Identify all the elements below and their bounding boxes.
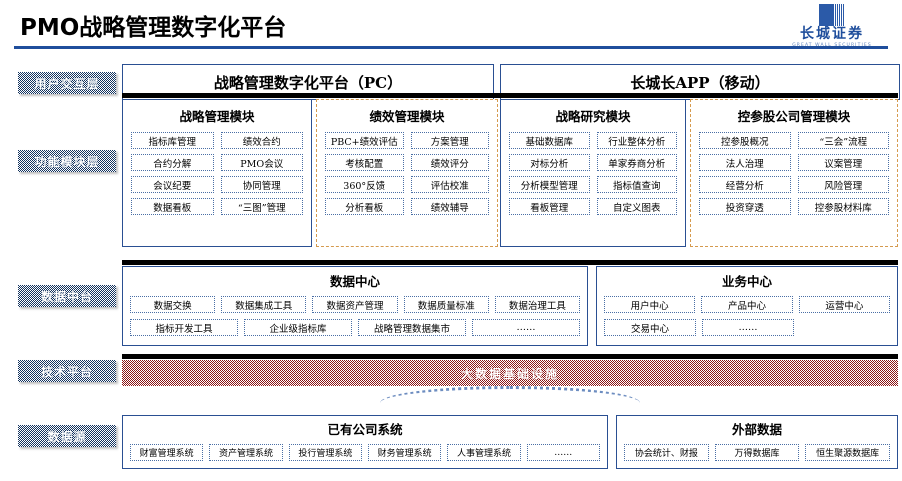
module-item-grid: 基础数据库 行业整体分析 对标分析 单家券商分析 分析模型管理 指标值查询 看板… [501, 125, 685, 215]
module-item[interactable]: 协同管理 [220, 176, 303, 193]
internal-system-item-more[interactable]: …… [526, 444, 600, 461]
module-item[interactable]: 投资穿透 [699, 198, 791, 215]
module-item[interactable]: 控参股材料库 [797, 198, 889, 215]
internal-systems-panel: 已有公司系统 财富管理系统 资产管理系统 投行管理系统 财务管理系统 人事管理系… [122, 415, 608, 469]
data-center-title: 数据中心 [329, 274, 380, 289]
connector-arc [380, 386, 640, 403]
logo-text-en: GREAT WALL SECURITIES [792, 43, 872, 48]
layer-separator-top [122, 93, 898, 98]
business-center-row-2: 交易中心 …… [597, 313, 897, 336]
band-label-data-midend: 数据中台 [18, 285, 116, 307]
internal-system-item[interactable]: 人事管理系统 [447, 444, 521, 461]
layer-separator-lower [122, 354, 898, 359]
module-title: 战略研究模块 [555, 109, 631, 124]
module-item-grid: 控参股概况 “三会”流程 法人治理 议案管理 经营分析 风险管理 投资穿透 控参… [691, 125, 897, 215]
internal-system-item[interactable]: 财务管理系统 [367, 444, 442, 461]
module-item[interactable]: 法人治理 [699, 154, 791, 171]
module-item[interactable]: 绩效合约 [220, 132, 303, 149]
data-center-item[interactable]: 指标开发工具 [130, 319, 238, 336]
layer-separator-middle [122, 260, 898, 265]
module-item[interactable]: 绩效评分 [410, 154, 489, 171]
external-data-item[interactable]: 恒生聚源数据库 [805, 444, 891, 461]
spacer [800, 319, 890, 336]
business-center-item[interactable]: 产品中心 [701, 296, 793, 313]
module-item[interactable]: 考核配置 [325, 154, 404, 171]
data-center-item[interactable]: 数据资产管理 [312, 296, 398, 313]
business-center-item[interactable]: 用户中心 [604, 296, 696, 313]
module-item[interactable]: 看板管理 [509, 198, 590, 215]
business-center-title: 业务中心 [721, 274, 772, 289]
module-column-performance-management[interactable]: 绩效管理模块 PBC+绩效评估 方案管理 考核配置 绩效评分 360°反馈 评估… [316, 99, 498, 247]
data-center-item[interactable]: 企业级指标库 [244, 319, 352, 336]
module-item-grid: 指标库管理 绩效合约 合约分解 PMO会议 会议纪要 协同管理 数据看板 “三图… [123, 125, 311, 215]
data-center-item[interactable]: 数据集成工具 [221, 296, 307, 313]
module-item[interactable]: 方案管理 [410, 132, 489, 149]
internal-systems-title: 已有公司系统 [327, 422, 403, 437]
page-header: PMO战略管理数字化平台 长城证券 GREAT WALL SECURITIES [0, 0, 902, 52]
business-center-item[interactable]: 交易中心 [604, 319, 696, 336]
module-item[interactable]: 自定义图表 [596, 198, 677, 215]
business-center-item[interactable]: 运营中心 [798, 296, 890, 313]
module-item[interactable]: 数据看板 [131, 198, 214, 215]
title-divider [14, 46, 888, 49]
band-label-user-interaction: 用户交互层 [18, 72, 116, 94]
module-item-grid: PBC+绩效评估 方案管理 考核配置 绩效评分 360°反馈 评估校准 分析看板… [317, 125, 497, 215]
module-item[interactable]: 指标库管理 [131, 132, 214, 149]
data-center-row-1: 数据交换 数据集成工具 数据资产管理 数据质量标准 数据治理工具 [123, 290, 587, 313]
module-item[interactable]: PBC+绩效评估 [325, 132, 404, 149]
external-data-item[interactable]: 万得数据库 [714, 444, 800, 461]
module-column-subsidiary-management[interactable]: 控参股公司管理模块 控参股概况 “三会”流程 法人治理 议案管理 经营分析 风险… [690, 99, 898, 247]
module-item[interactable]: 对标分析 [509, 154, 590, 171]
internal-systems-row: 财富管理系统 资产管理系统 投行管理系统 财务管理系统 人事管理系统 …… [123, 438, 607, 461]
internal-system-item[interactable]: 投行管理系统 [288, 444, 362, 461]
business-center-item-more[interactable]: …… [702, 319, 794, 336]
great-wall-logo-icon [819, 4, 845, 26]
module-item[interactable]: 指标值查询 [596, 176, 677, 193]
module-item[interactable]: 会议纪要 [131, 176, 214, 193]
infrastructure-band: 大数据基础设施 [122, 360, 898, 386]
business-center-panel: 业务中心 用户中心 产品中心 运营中心 交易中心 …… [596, 266, 898, 346]
module-column-strategy-research[interactable]: 战略研究模块 基础数据库 行业整体分析 对标分析 单家券商分析 分析模型管理 指… [500, 99, 686, 247]
data-center-item[interactable]: 数据治理工具 [494, 296, 581, 313]
logo-text-cn: 长城证券 [800, 26, 864, 42]
band-label-data-source: 数据源 [18, 425, 116, 447]
page-title: PMO战略管理数字化平台 [20, 15, 287, 41]
data-center-item-more[interactable]: …… [472, 319, 580, 336]
data-center-panel: 数据中心 数据交换 数据集成工具 数据资产管理 数据质量标准 数据治理工具 指标… [122, 266, 588, 346]
external-data-row: 协会统计、财报 万得数据库 恒生聚源数据库 [617, 438, 897, 461]
module-item[interactable]: 合约分解 [131, 154, 214, 171]
module-item[interactable]: 基础数据库 [509, 132, 590, 149]
module-item[interactable]: 经营分析 [699, 176, 791, 193]
company-logo: 长城证券 GREAT WALL SECURITIES [780, 4, 884, 48]
module-item[interactable]: “三会”流程 [797, 132, 889, 149]
module-item[interactable]: “三图”管理 [220, 198, 303, 215]
module-title: 绩效管理模块 [369, 109, 445, 124]
module-item[interactable]: 议案管理 [797, 154, 889, 171]
external-data-item[interactable]: 协会统计、财报 [624, 444, 709, 461]
data-center-item[interactable]: 数据交换 [130, 296, 216, 313]
business-center-row-1: 用户中心 产品中心 运营中心 [597, 290, 897, 313]
module-item[interactable]: 分析看板 [325, 198, 404, 215]
module-item[interactable]: 单家券商分析 [596, 154, 677, 171]
module-item[interactable]: PMO会议 [220, 154, 303, 171]
module-title: 战略管理模块 [179, 109, 255, 124]
external-data-panel: 外部数据 协会统计、财报 万得数据库 恒生聚源数据库 [616, 415, 898, 469]
data-center-row-2: 指标开发工具 企业级指标库 战略管理数据集市 …… [123, 313, 587, 336]
band-label-function-module: 功能模块层 [18, 150, 116, 172]
module-item[interactable]: 控参股概况 [699, 132, 791, 149]
module-item[interactable]: 评估校准 [410, 176, 489, 193]
module-item[interactable]: 风险管理 [797, 176, 889, 193]
band-label-tech-platform: 技术平台 [18, 360, 116, 382]
internal-system-item[interactable]: 财富管理系统 [130, 444, 204, 461]
module-title: 控参股公司管理模块 [737, 109, 851, 124]
module-item[interactable]: 绩效辅导 [410, 198, 489, 215]
module-column-strategy-management[interactable]: 战略管理模块 指标库管理 绩效合约 合约分解 PMO会议 会议纪要 协同管理 数… [122, 99, 312, 247]
module-item[interactable]: 行业整体分析 [596, 132, 677, 149]
data-center-item[interactable]: 战略管理数据集市 [358, 319, 466, 336]
module-item[interactable]: 分析模型管理 [509, 176, 590, 193]
internal-system-item[interactable]: 资产管理系统 [209, 444, 283, 461]
external-data-title: 外部数据 [731, 422, 782, 437]
data-center-item[interactable]: 数据质量标准 [403, 296, 489, 313]
module-item[interactable]: 360°反馈 [325, 176, 404, 193]
